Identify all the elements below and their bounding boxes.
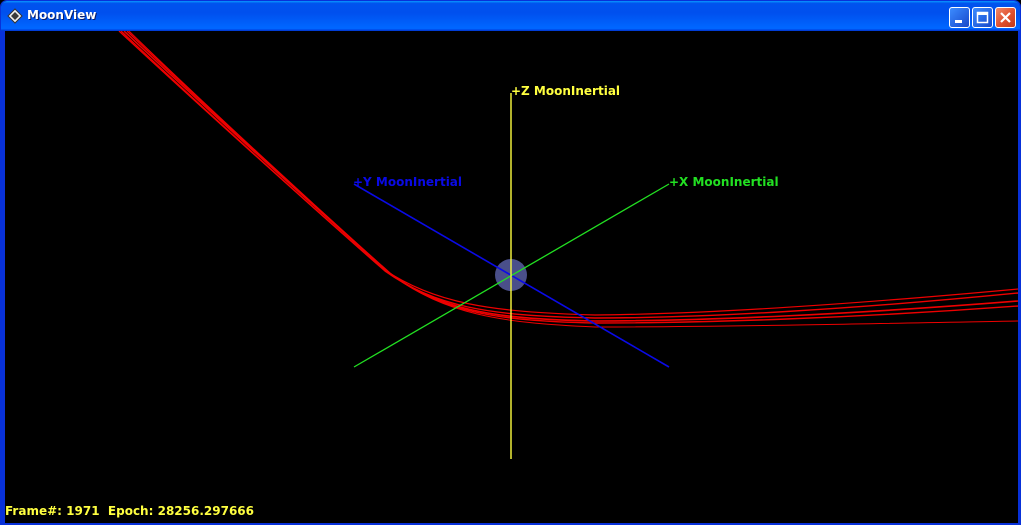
trajectory-line-1 [120, 31, 1018, 319]
z-axis-label: +Z MoonInertial [511, 84, 620, 98]
epoch-label: Epoch: [107, 504, 154, 518]
maximize-button[interactable] [972, 7, 993, 28]
trajectory-line-3 [126, 31, 1018, 324]
y-axis-label: +Y MoonInertial [353, 175, 462, 189]
trajectory-line-4 [118, 31, 1018, 316]
close-icon [1000, 12, 1011, 23]
close-button[interactable] [995, 7, 1016, 28]
epoch-value: 28256.297666 [157, 504, 254, 518]
window-border-right [1016, 31, 1020, 524]
frame-label: Frame#: [5, 504, 62, 518]
minimize-button[interactable] [949, 7, 970, 28]
scene-canvas[interactable]: +Z MoonInertial +Y MoonInertial +X MoonI… [5, 31, 1018, 523]
frame-value: 1971 [66, 504, 100, 518]
status-readout: Frame#: 1971 Epoch: 28256.297666 [5, 504, 254, 518]
title-bar[interactable]: MoonView [1, 1, 1020, 31]
trajectory [118, 31, 1018, 328]
minimize-icon [955, 20, 962, 23]
diamond-app-icon[interactable] [7, 8, 23, 24]
trajectory-line-5 [128, 31, 1018, 328]
window-title: MoonView [27, 8, 97, 22]
trajectory-line-2 [123, 31, 1018, 322]
x-axis-label: +X MoonInertial [669, 175, 779, 189]
maximize-icon [976, 11, 989, 24]
window-border-left [1, 31, 5, 524]
3d-viewport[interactable]: +Z MoonInertial +Y MoonInertial +X MoonI… [5, 31, 1018, 523]
